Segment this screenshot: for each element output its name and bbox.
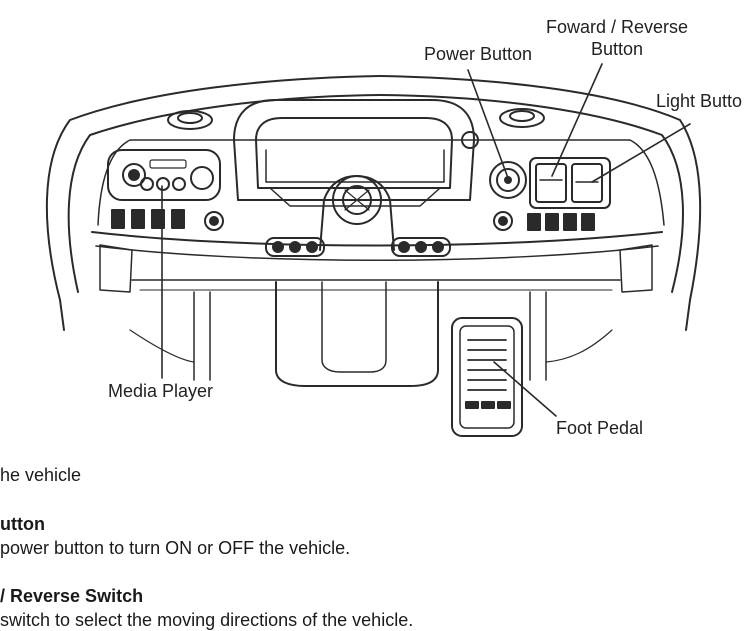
media-player-label: Media Player [108,381,214,401]
dashboard-shell [45,75,702,301]
center-right-buttons [391,237,451,257]
forward-reverse-label: Foward / Reverse Button [545,16,689,60]
steering-knob [332,175,382,225]
body-text-line-1: he vehicle [0,465,82,485]
leader-forward-reverse [551,63,603,177]
leader-light [591,123,691,183]
forward-reverse-label-line2: Button [590,39,644,59]
section-heading-power: utton [0,514,45,534]
right-switch-row [493,211,595,231]
right-switch-panel [529,157,611,209]
lower-console [275,281,439,387]
power-button-label: Power Button [424,44,533,64]
leader-pedal [493,361,557,417]
left-vent [167,110,213,130]
right-vent [499,108,545,128]
instrument-cluster [233,99,475,201]
section-heading-forward-reverse: / Reverse Switch [0,586,144,606]
left-switch-row [111,209,224,231]
center-left-buttons [265,237,325,257]
body-text-forward-reverse: switch to select the moving directions o… [0,610,414,630]
light-button-label: Light Butto [656,91,743,111]
foot-pedal-graphic [451,317,523,437]
media-player [107,149,221,201]
dashboard-diagram [45,63,702,437]
foot-pedal-label: Foot Pedal [556,418,644,438]
leader-power [467,69,509,179]
forward-reverse-label-line1: Foward / Reverse [545,17,689,37]
power-button-graphic [489,161,527,199]
body-text-power: power button to turn ON or OFF the vehic… [0,538,351,558]
